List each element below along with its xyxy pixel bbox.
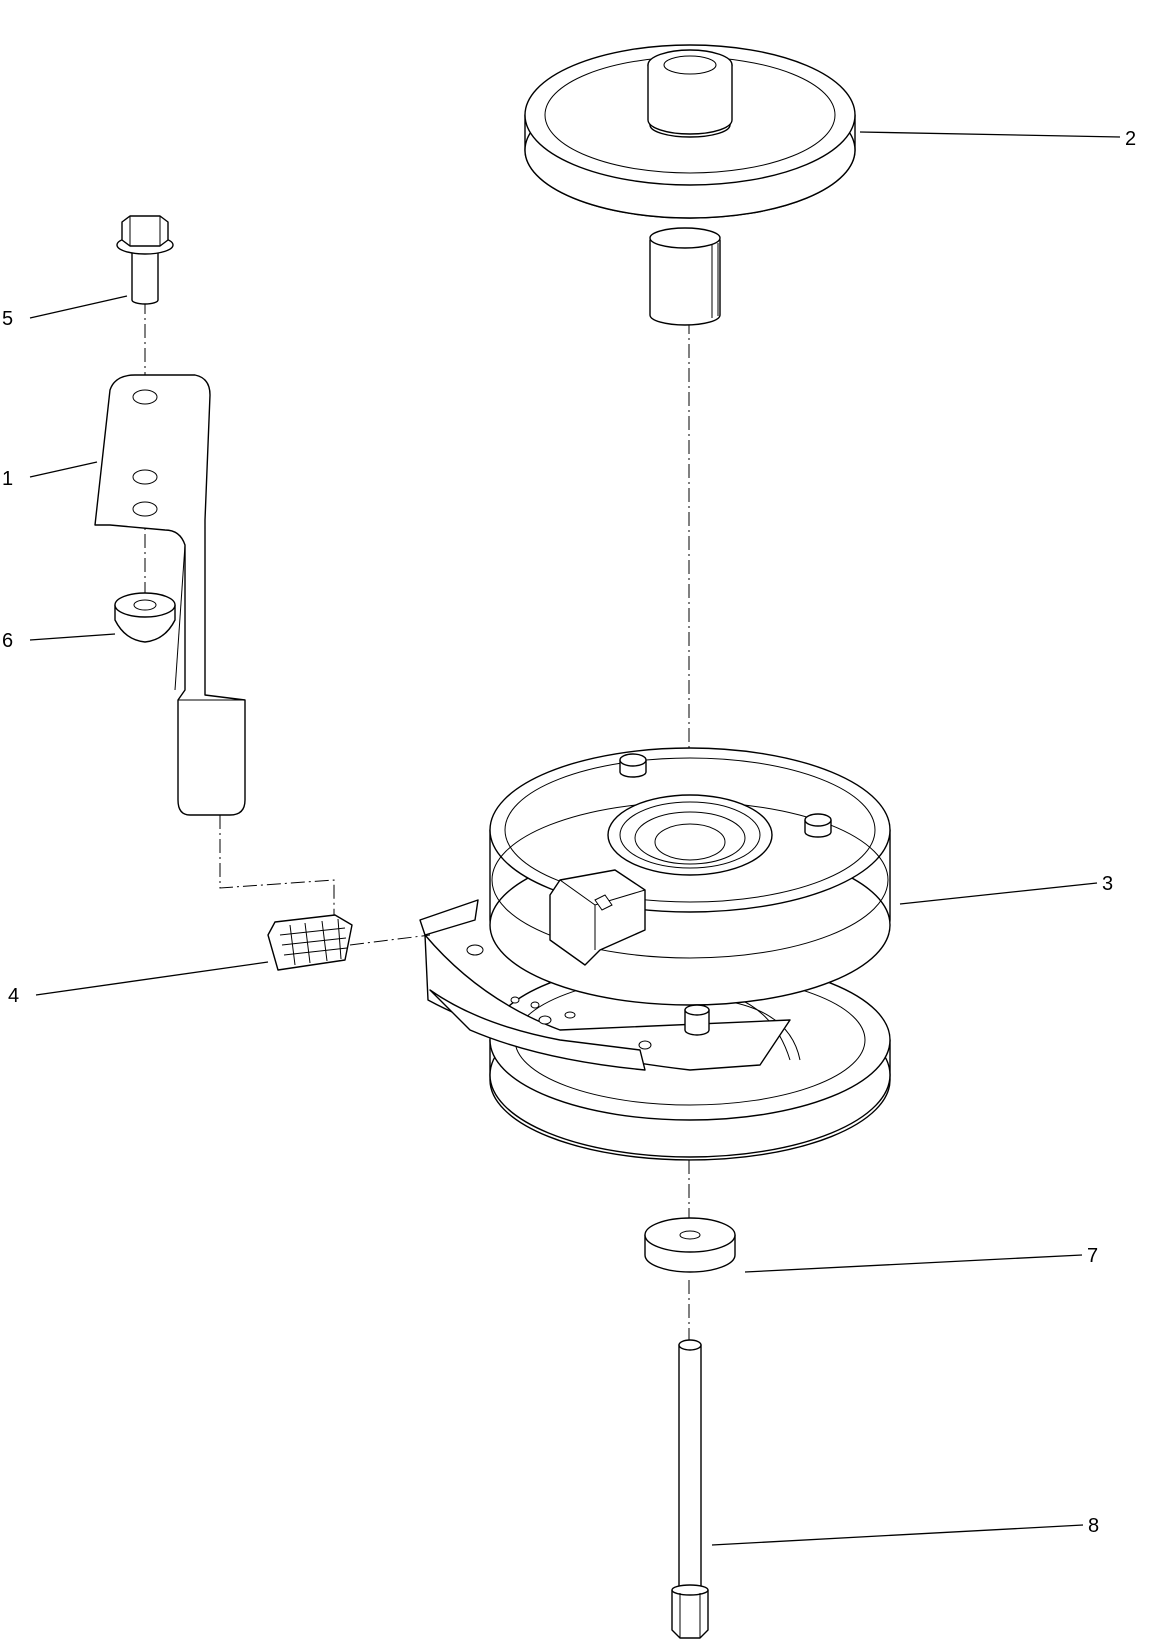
callout-labels: 1 2 3 4 5 6 7 8 (2, 128, 1136, 1537)
callout-pulley: 2 (1125, 128, 1136, 150)
callout-flange-nut: 6 (2, 630, 13, 652)
callout-flange-bolt: 5 (2, 308, 13, 330)
bracket (94, 374, 246, 816)
callout-spacer: 4 (8, 985, 19, 1007)
callout-long-bolt: 8 (1088, 1515, 1099, 1537)
callout-clutch: 3 (1102, 873, 1113, 895)
pulley (524, 44, 856, 326)
flange-nut (114, 592, 176, 643)
flange-bolt (116, 215, 174, 305)
long-bolt (671, 1339, 709, 1639)
spacer (267, 914, 353, 971)
leader-lines (29, 131, 1121, 1546)
callout-bracket: 1 (2, 468, 13, 490)
clutch (419, 747, 891, 1161)
callout-washer: 7 (1087, 1245, 1098, 1267)
washer (644, 1217, 736, 1273)
